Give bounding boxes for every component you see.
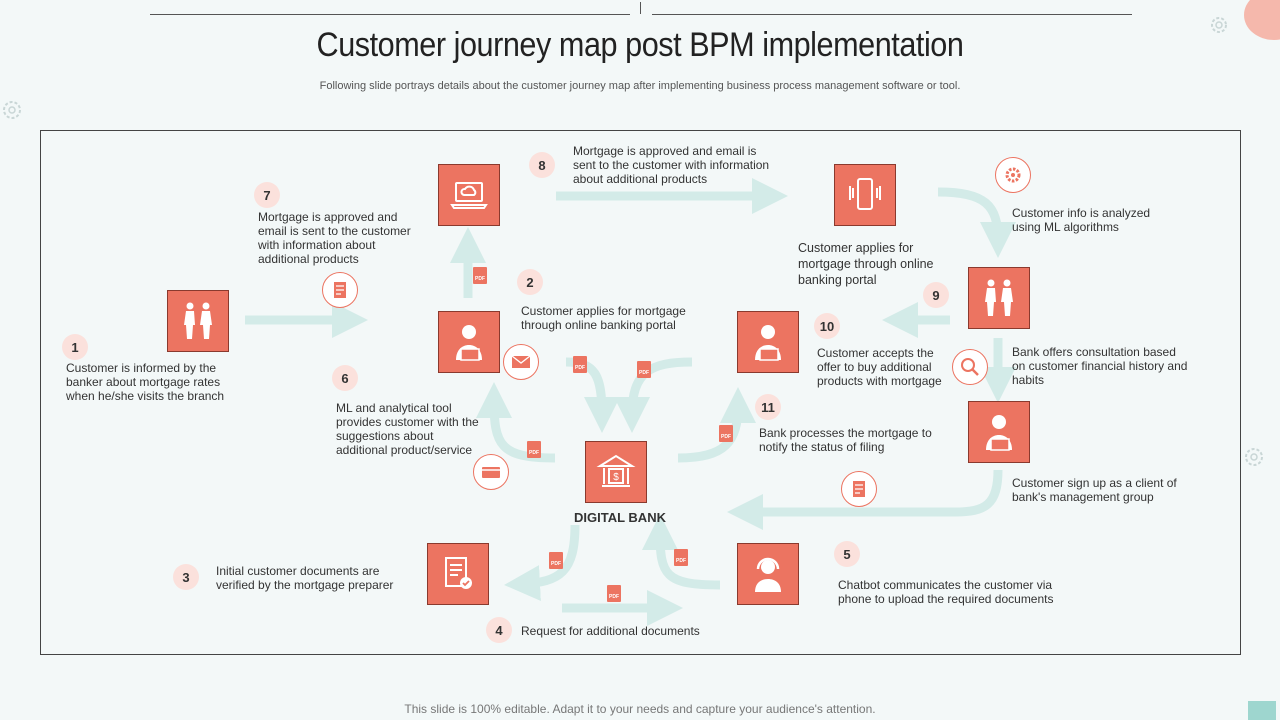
magnifier-dollar-icon xyxy=(961,358,979,376)
step-text-6: ML and analytical tool provides customer… xyxy=(336,401,479,457)
step-text-7: Mortgage is approved and email is sent t… xyxy=(258,210,411,266)
email-icon xyxy=(511,355,531,368)
step-text-1: Customer is informed by the banker about… xyxy=(66,361,225,403)
arrow-to-ml xyxy=(937,187,1016,258)
pdf-icon: PDF xyxy=(549,552,563,569)
step-badge-9: 9 xyxy=(923,282,949,308)
pdf-icon: PDF xyxy=(573,356,587,373)
pdf-icon: PDF xyxy=(637,361,651,378)
pdf-icon: PDF xyxy=(607,585,621,602)
top-divider-right xyxy=(652,14,1132,15)
user-laptop-box-10 xyxy=(737,311,799,373)
gear-icon xyxy=(1211,17,1227,33)
email-circle xyxy=(503,344,539,380)
step-badge-10: 10 xyxy=(814,313,840,339)
pdf-icon: PDF xyxy=(719,425,733,442)
people-talking-box xyxy=(167,290,229,352)
step-text-11: Bank processes the mortgage to notify th… xyxy=(759,426,932,454)
people-consult-box xyxy=(968,267,1030,329)
text-ml-analyzed: Customer info is analyzed using ML algor… xyxy=(1012,206,1151,234)
document-icon xyxy=(334,282,346,298)
top-divider-tick xyxy=(640,2,641,14)
step-text-5: Chatbot communicates the customer via ph… xyxy=(838,578,1054,606)
footer-note: This slide is 100% editable. Adapt it to… xyxy=(404,702,876,716)
headset-agent-icon xyxy=(755,557,781,592)
step-badge-2: 2 xyxy=(517,269,543,295)
user-laptop-icon xyxy=(755,325,781,361)
step-text-10: Customer accepts the offer to buy additi… xyxy=(817,346,942,388)
smartphone-box xyxy=(834,164,896,226)
user-laptop-icon xyxy=(456,325,482,361)
digital-bank-box: $ xyxy=(585,441,647,503)
gears-circle xyxy=(995,157,1031,193)
step-text-8: Mortgage is approved and email is sent t… xyxy=(573,144,770,186)
text-signup: Customer sign up as a client of bank's m… xyxy=(1012,476,1177,504)
pdf-icon: PDF xyxy=(527,441,541,458)
user-laptop-icon xyxy=(986,415,1012,451)
corner-tab xyxy=(1248,701,1276,720)
arrow-3 xyxy=(504,524,580,602)
step-text-3: Initial customer documents are verified … xyxy=(216,564,394,592)
user-laptop-box-2 xyxy=(438,311,500,373)
two-people-talking-icon xyxy=(184,302,212,339)
arrow-signup xyxy=(727,469,1003,530)
step-badge-6: 6 xyxy=(332,365,358,391)
step-text-4: Request for additional documents xyxy=(521,624,700,638)
pdf-icon: PDF xyxy=(674,549,688,566)
documents-check-icon xyxy=(445,557,472,589)
analysis-circle xyxy=(952,349,988,385)
step-badge-3: 3 xyxy=(173,564,199,590)
page-title: Customer journey map post BPM implementa… xyxy=(316,26,964,64)
arrow-6 xyxy=(476,382,556,463)
bank-building-icon: $ xyxy=(596,454,636,487)
step-badge-7: 7 xyxy=(254,182,280,208)
step-badge-8: 8 xyxy=(529,152,555,178)
text-applies-portal: Customer applies for mortgage through on… xyxy=(798,241,934,287)
form-circle xyxy=(841,471,877,507)
step-badge-5: 5 xyxy=(834,541,860,567)
gear-icon xyxy=(1245,448,1263,466)
credit-card-icon xyxy=(482,467,500,478)
page-subtitle: Following slide portrays details about t… xyxy=(319,80,961,92)
top-divider-left xyxy=(150,14,630,15)
arrow-5 xyxy=(642,514,721,590)
credit-card-circle xyxy=(473,454,509,490)
smartphone-icon xyxy=(849,178,881,210)
svg-text:$: $ xyxy=(613,472,619,483)
document-circle xyxy=(322,272,358,308)
form-icon xyxy=(853,481,865,497)
digital-bank-label: DIGITAL BANK xyxy=(574,510,666,525)
step-badge-1: 1 xyxy=(62,334,88,360)
step-text-2: Customer applies for mortgage through on… xyxy=(521,304,686,332)
user-laptop-box-signup xyxy=(968,401,1030,463)
two-people-talking-icon xyxy=(985,279,1013,316)
chatbot-box xyxy=(737,543,799,605)
step-badge-11: 11 xyxy=(755,394,781,420)
pdf-icon: PDF xyxy=(473,267,487,284)
gears-icon xyxy=(1005,167,1021,183)
documents-box xyxy=(427,543,489,605)
gear-icon xyxy=(3,101,21,119)
laptop-cloud-box xyxy=(438,164,500,226)
diagram-frame xyxy=(40,130,1241,655)
text-consultation: Bank offers consultation based on custom… xyxy=(1012,345,1188,387)
laptop-cloud-icon xyxy=(450,182,488,209)
step-badge-4: 4 xyxy=(486,617,512,643)
arrow-11 xyxy=(677,387,756,463)
